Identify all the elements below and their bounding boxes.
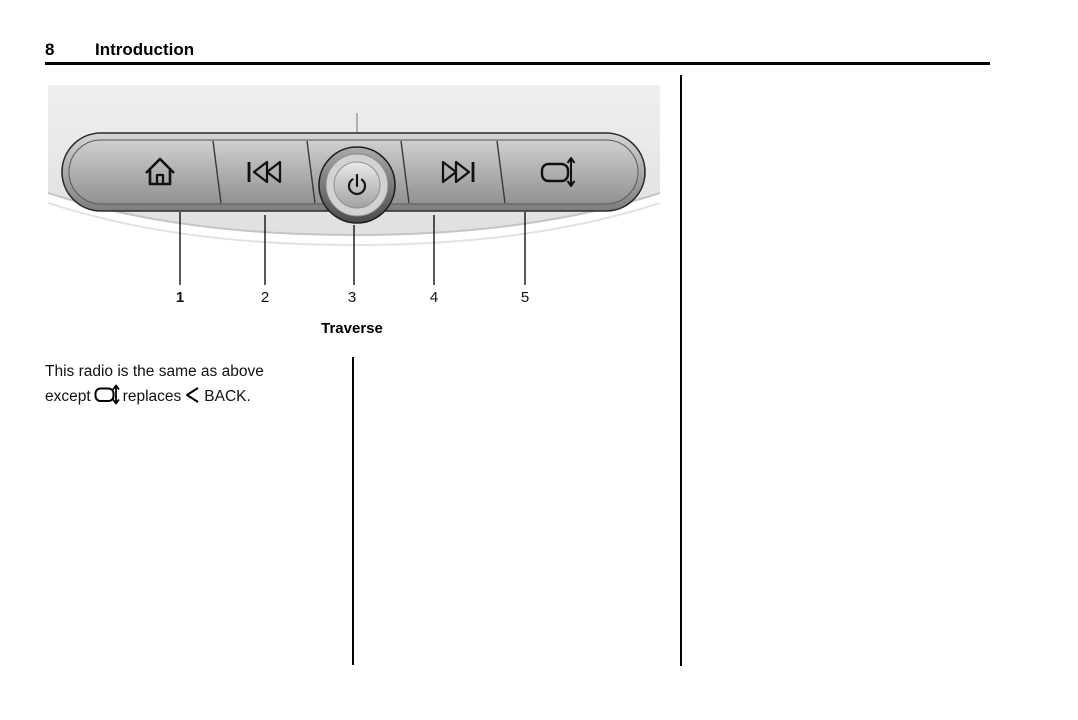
figure-caption: Traverse xyxy=(321,320,383,337)
header-rule xyxy=(45,62,990,65)
page-number: 8 xyxy=(45,40,55,59)
display-toggle-icon xyxy=(540,157,576,187)
body-line2-start: except xyxy=(45,388,91,405)
callout-number-4: 4 xyxy=(429,289,439,306)
page-title: Introduction xyxy=(95,40,195,59)
body-line1: This radio is the same as above xyxy=(45,363,264,380)
callout-number-3: 3 xyxy=(347,289,357,306)
back-chevron-icon xyxy=(186,387,199,403)
display-toggle-icon xyxy=(94,384,120,405)
column-divider-right xyxy=(680,75,682,666)
body-line2-mid: replaces xyxy=(122,388,182,405)
body-line2-end: BACK. xyxy=(204,388,251,405)
callout-number-1: 1 xyxy=(175,289,185,306)
callout-number-2: 2 xyxy=(260,289,270,306)
next-track-icon xyxy=(441,160,475,184)
power-icon xyxy=(347,173,367,196)
callout-number-5: 5 xyxy=(520,289,530,306)
home-icon xyxy=(145,157,175,186)
callout-lines xyxy=(179,212,526,285)
power-knob xyxy=(318,146,396,224)
body-paragraph: This radio is the same as above except re… xyxy=(45,360,375,409)
previous-track-icon xyxy=(247,160,282,184)
radio-illustration xyxy=(48,85,660,285)
column-divider-middle xyxy=(352,357,354,665)
